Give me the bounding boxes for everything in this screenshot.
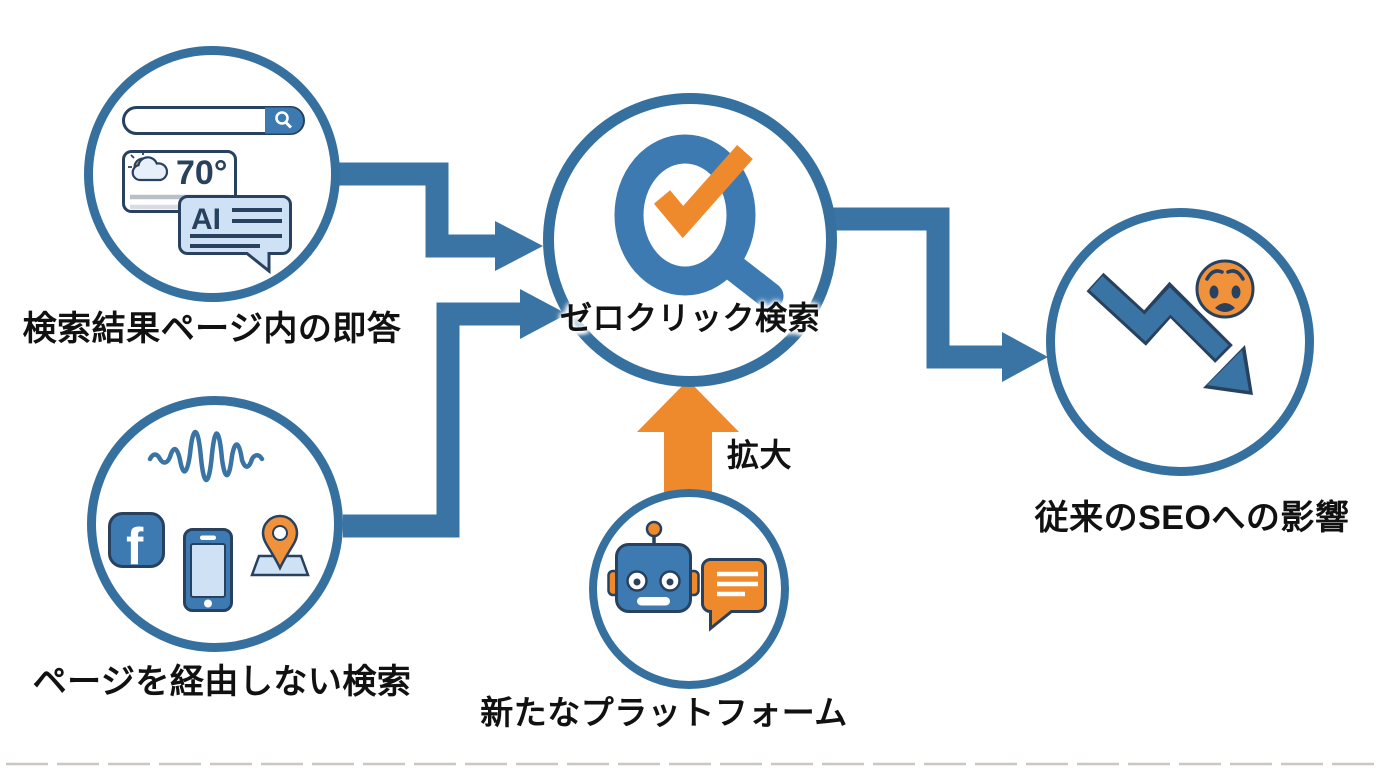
- arrow-serp-to-zeroclick: [338, 162, 543, 271]
- node-new-platforms: [589, 489, 789, 689]
- label-search-without-pages: ページを経由しない検索: [32, 663, 412, 701]
- sun-cloud-icon: [128, 151, 169, 182]
- label-new-platforms: 新たなプラットフォーム: [480, 694, 848, 731]
- ai-text: AI: [191, 203, 221, 236]
- chatbot-icon: [607, 520, 700, 613]
- chat-bubble-icon: [701, 558, 767, 632]
- facebook-f-letter: f: [126, 518, 144, 576]
- label-seo-impact: 従来のSEOへの影響: [1034, 499, 1350, 537]
- arrow-nopage-to-zeroclick: [343, 289, 567, 538]
- map-pin-icon: [250, 514, 310, 577]
- declining-trend-arrow-icon: [1086, 272, 1253, 395]
- arrow-zeroclick-to-seo: [832, 207, 1048, 382]
- ai-answer-bubble-icon: AI: [178, 195, 292, 275]
- node-zero-click-search: [543, 93, 837, 387]
- node-serp-instant-answers: 70° AI: [84, 46, 340, 302]
- arrow-platforms-to-zeroclick: [637, 380, 739, 497]
- voice-waveform-icon: [147, 429, 265, 483]
- label-serp-instant-answers: 検索結果ページ内の即答: [22, 310, 402, 348]
- zero-magnifier-check-icon: [614, 134, 784, 310]
- magnifier-glyph-icon: [275, 111, 293, 129]
- node-seo-impact: [1046, 208, 1314, 476]
- smartphone-icon: [183, 528, 233, 612]
- facebook-icon: f: [108, 512, 165, 576]
- search-bar-icon: [122, 106, 305, 135]
- worried-face-icon: [1195, 259, 1255, 319]
- label-expand: 拡大: [727, 437, 793, 473]
- temperature-text: 70°: [176, 154, 227, 192]
- node-search-without-pages: f: [87, 396, 343, 652]
- label-zero-click-search: ゼロクリック検索: [559, 300, 821, 336]
